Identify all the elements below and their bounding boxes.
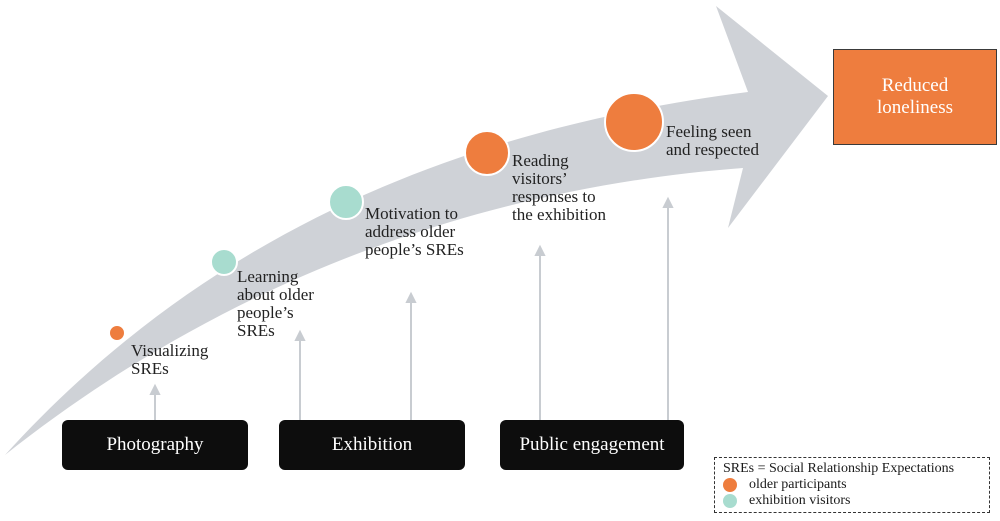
- milestone-label-visualizing: Visualizing SREs: [131, 341, 209, 378]
- stage-exhibition: Exhibition: [279, 420, 465, 470]
- stage-photography: Photography: [62, 420, 248, 470]
- connector-arrowhead: [662, 196, 674, 208]
- legend: SREs = Social Relationship Expectations …: [714, 457, 990, 513]
- legend-swatch-exhibition-visitors: [723, 494, 737, 508]
- legend-swatch-older-participants: [723, 478, 737, 492]
- legend-label: exhibition visitors: [749, 493, 851, 508]
- outcome-box: Reduced loneliness: [833, 49, 997, 145]
- legend-label: older participants: [749, 477, 847, 492]
- milestone-label-feeling: Feeling seen and respected: [666, 122, 759, 159]
- milestone-marker-motivation: [328, 184, 364, 220]
- milestone-marker-feeling: [604, 92, 664, 152]
- connector-lines: [149, 196, 674, 420]
- milestone-label-motivation: Motivation to address older people’s SRE…: [365, 204, 464, 259]
- milestone-label-reading: Reading visitors’ responses to the exhib…: [512, 151, 606, 224]
- legend-item-exhibition-visitors: exhibition visitors: [723, 493, 981, 509]
- legend-item-older-participants: older participants: [723, 477, 981, 493]
- milestone-marker-reading: [464, 130, 510, 176]
- milestone-markers: [108, 92, 664, 342]
- milestone-label-learning: Learning about older people’s SREs: [237, 267, 314, 340]
- connector-arrowhead: [149, 383, 161, 395]
- milestone-marker-visualizing: [108, 324, 126, 342]
- connector-arrowhead: [294, 329, 306, 341]
- legend-definition: SREs = Social Relationship Expectations: [723, 461, 955, 476]
- connector-arrowhead: [534, 244, 546, 256]
- stage-public-engagement: Public engagement: [500, 420, 684, 470]
- milestone-marker-learning: [210, 248, 238, 276]
- connector-arrowhead: [405, 291, 417, 303]
